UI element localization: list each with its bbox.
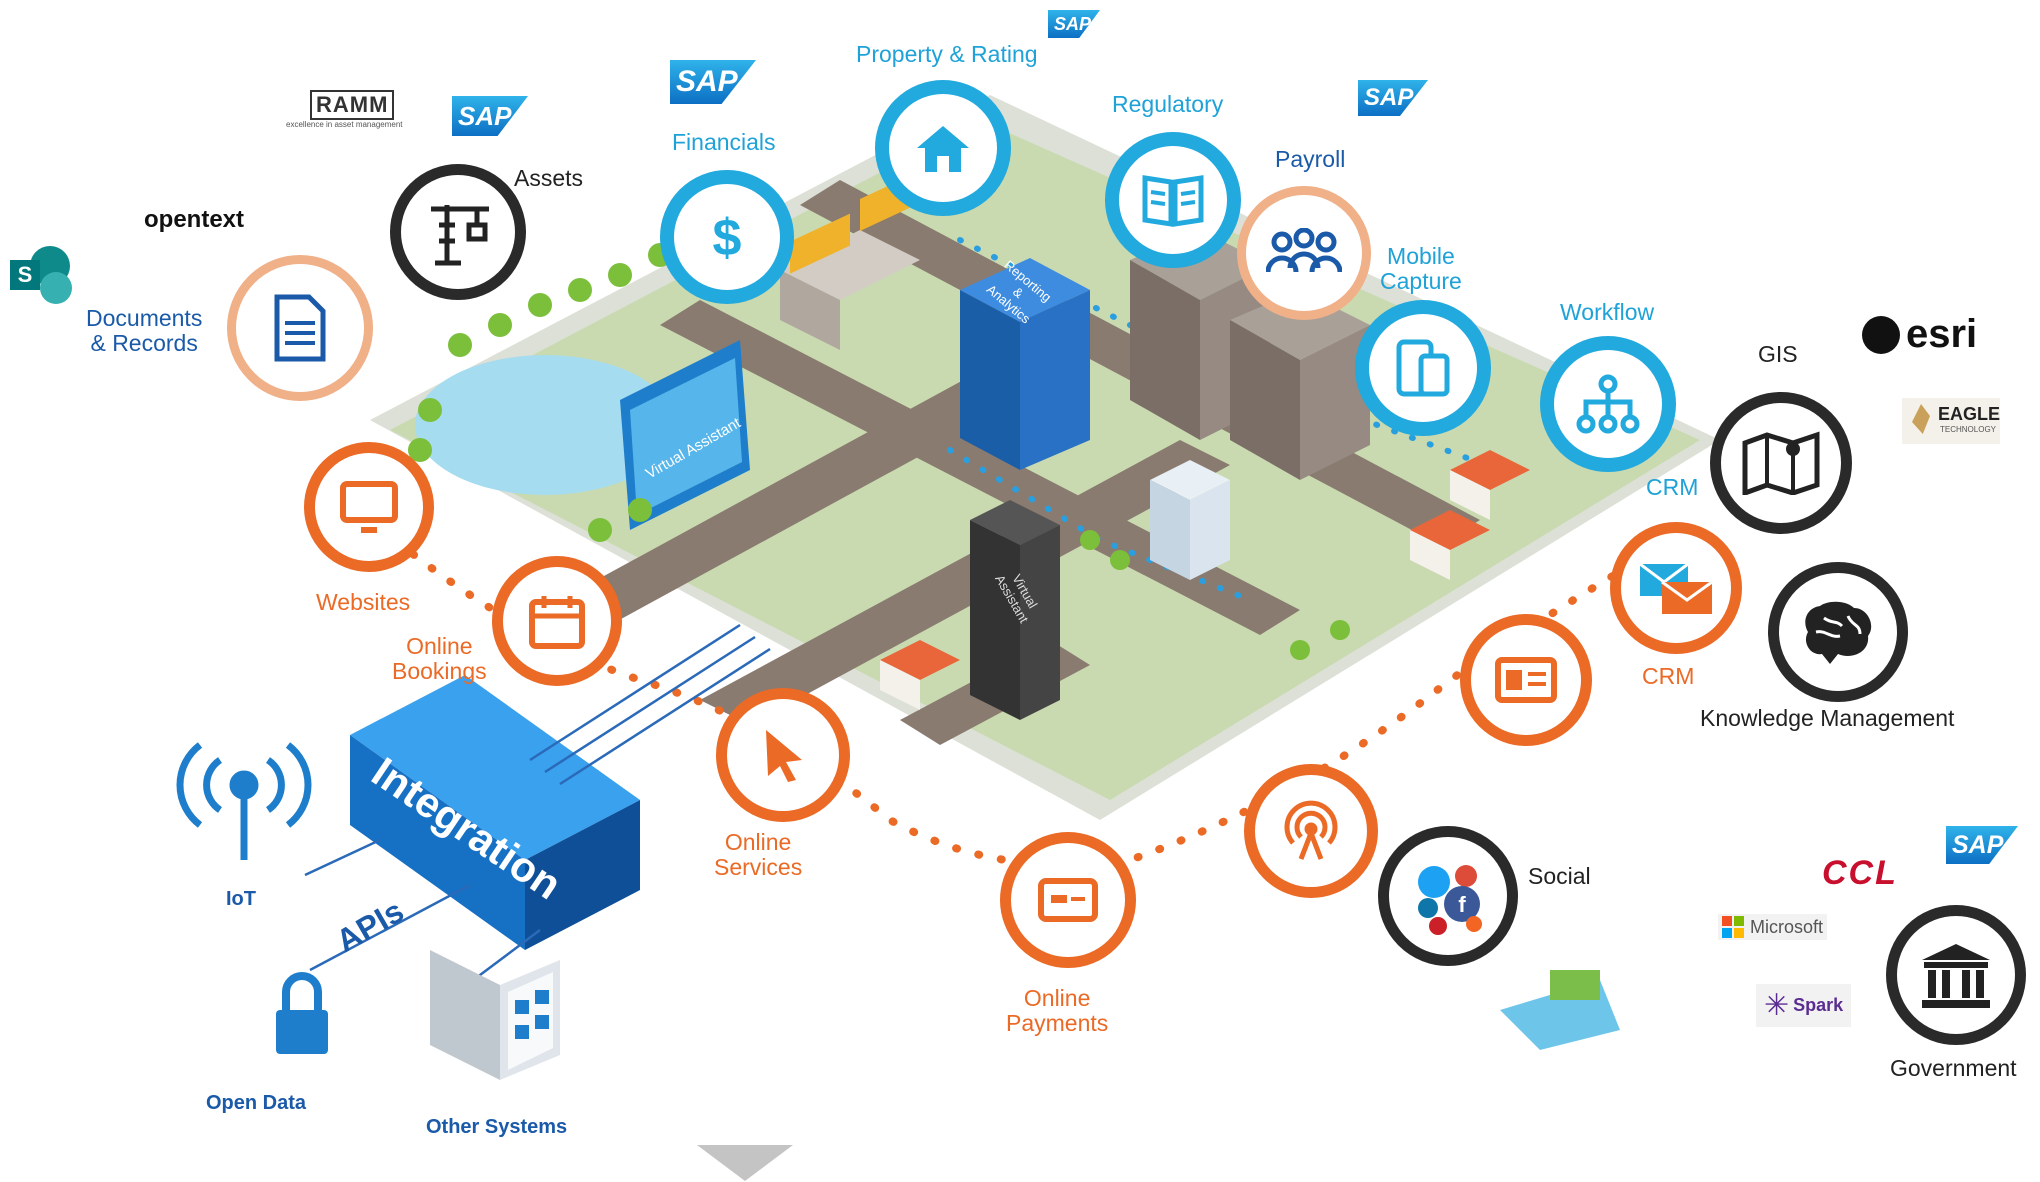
esri-logo: esri: [1862, 312, 1977, 357]
gis-label: GIS: [1758, 341, 1798, 367]
social-circle[interactable]: f: [1378, 826, 1518, 966]
financials-label: Financials: [672, 129, 776, 155]
online-services-label: Online Services: [714, 829, 803, 881]
online-bookings-label: Online Bookings: [392, 633, 487, 685]
map-icon: [1742, 431, 1820, 495]
property-rating-label: Property & Rating: [856, 41, 1038, 67]
api-arrows: [304, 623, 771, 1006]
government-label: Government: [1890, 1055, 2017, 1081]
padlock-icon: [276, 972, 328, 1054]
house-icon: [917, 126, 969, 172]
payroll-label: Payroll: [1275, 146, 1346, 172]
property-rating-circle[interactable]: [875, 80, 1011, 216]
dotted-service-ring: [391, 536, 1644, 869]
document-icon: [274, 294, 326, 362]
other-systems-label: Other Systems: [426, 1116, 568, 1138]
ccl-logo: CCL: [1822, 854, 1898, 892]
eagle-technology-logo: EAGLE TECHNOLOGY: [1902, 398, 2000, 444]
iot-label: IoT: [226, 888, 256, 910]
gis-circle[interactable]: [1710, 392, 1852, 534]
assets-label: Assets: [514, 165, 584, 191]
opentext-logo: opentext: [144, 206, 245, 233]
envelope-icon: [1639, 562, 1713, 614]
payroll-circle[interactable]: [1237, 186, 1371, 320]
mobile-capture-circle[interactable]: [1355, 300, 1491, 436]
calendar-icon: [529, 596, 585, 649]
other-systems-monitor-icon: [430, 950, 560, 1080]
knowledge-management-label: Knowledge Management: [1700, 705, 1955, 731]
online-bookings-circle[interactable]: [492, 556, 622, 686]
cursor-icon: [766, 730, 802, 782]
id-card-circle[interactable]: [1460, 614, 1592, 746]
assets-circle[interactable]: [390, 164, 526, 300]
social-icon: f: [1418, 865, 1482, 935]
monitor-icon: [340, 481, 398, 533]
brain-icon: [1805, 601, 1872, 664]
building-icon: [1922, 944, 1990, 1008]
workflow-icon: [1576, 374, 1640, 434]
broadcast-circle[interactable]: [1244, 764, 1378, 898]
broadcast-icon: [1284, 800, 1338, 860]
microsoft-logo: Microsoft: [1718, 914, 1828, 940]
people-icon: [1266, 228, 1342, 273]
mobile-capture-label: Mobile Capture: [1380, 243, 1462, 295]
sharepoint-logo: S: [10, 246, 72, 304]
online-payments-circle[interactable]: [1000, 832, 1136, 968]
documents-records-label: Documents & Records: [86, 305, 203, 357]
antenna-icon: [176, 742, 312, 860]
knowledge-management-circle[interactable]: [1768, 562, 1908, 702]
regulatory-label: Regulatory: [1112, 91, 1224, 117]
online-payments-label: Online Payments: [1006, 985, 1109, 1037]
mobile-icon: [1396, 339, 1450, 397]
workflow-label: Workflow: [1560, 299, 1655, 325]
social-label: Social: [1528, 863, 1591, 889]
financials-circle[interactable]: $: [660, 170, 794, 304]
globe-icon: [1862, 315, 1900, 354]
crane-icon: [431, 205, 489, 266]
online-services-circle[interactable]: [716, 688, 850, 822]
websites-circle[interactable]: [304, 442, 434, 572]
spark-logo: ✳ Spark: [1756, 984, 1852, 1027]
crm-circle[interactable]: [1610, 522, 1742, 654]
trees: [408, 243, 1350, 660]
scroll-down-arrow[interactable]: [697, 1145, 793, 1181]
crm-upper-label: CRM: [1646, 474, 1699, 500]
svg-text:f: f: [1458, 892, 1466, 917]
svg-text:$: $: [713, 209, 742, 267]
book-icon: [1142, 175, 1204, 227]
open-data-label: Open Data: [206, 1092, 307, 1114]
ship-icon: [1500, 970, 1620, 1050]
documents-records-circle[interactable]: [227, 255, 373, 401]
integration-block: [350, 675, 640, 950]
workflow-circle[interactable]: [1540, 336, 1676, 472]
dollar-icon: $: [713, 209, 742, 267]
government-circle[interactable]: [1886, 905, 2026, 1045]
crm-lower-label: CRM: [1642, 663, 1695, 689]
spark-star-icon: ✳: [1764, 989, 1790, 1022]
regulatory-circle[interactable]: [1105, 132, 1241, 268]
websites-label: Websites: [316, 589, 411, 615]
microsoft-icon: [1722, 916, 1744, 938]
id-card-icon: [1495, 657, 1557, 703]
card-icon: [1038, 878, 1098, 922]
ramm-logo: RAMM excellence in asset management: [286, 90, 403, 129]
